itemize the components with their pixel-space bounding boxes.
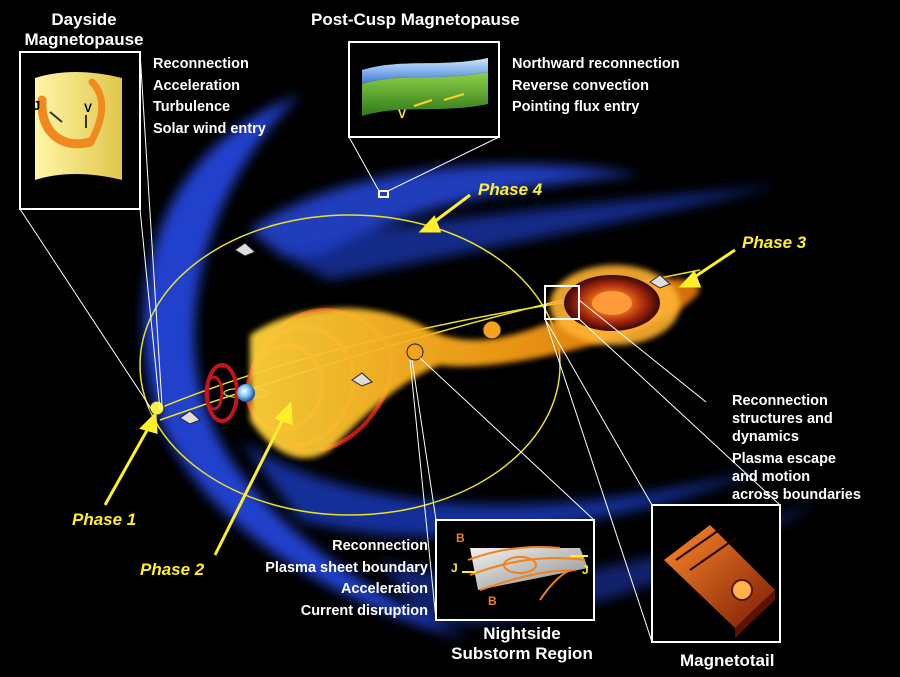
dayside-item: Reconnection <box>153 56 249 72</box>
magnetotail-title: Magnetotail <box>680 651 775 670</box>
postcusp-description: Northward reconnection Reverse convectio… <box>512 54 680 119</box>
phase-arrows <box>103 193 736 556</box>
magnetotail-description: Reconnection structures and dynamics Pla… <box>732 392 861 504</box>
magnetotail-item: across boundaries <box>732 487 861 503</box>
nightside-b-top-label: B <box>456 531 465 545</box>
nightside-b-bottom-label: B <box>488 594 497 608</box>
nightside-item: Acceleration <box>340 581 428 597</box>
postcusp-inset-art: V <box>362 58 488 121</box>
magnetotail-item: structures and <box>732 411 833 427</box>
nightside-item: Reconnection <box>332 538 428 554</box>
phase-4-label: Phase 4 <box>478 180 543 199</box>
postcusp-item: Pointing flux entry <box>512 99 640 115</box>
postcusp-title: Post-Cusp Magnetopause <box>311 10 520 29</box>
postcusp-item: Reverse convection <box>512 77 650 94</box>
postcusp-item: Northward reconnection <box>512 56 680 72</box>
nightside-item: Current disruption <box>300 602 428 619</box>
nightside-item: Plasma sheet boundary <box>265 559 428 576</box>
magnetotail-item: and motion <box>732 469 811 485</box>
dayside-j-label: J <box>33 98 40 113</box>
dayside-item: Turbulence <box>153 99 231 115</box>
dayside-v-label: V <box>84 101 92 115</box>
nightside-j-left-label: J <box>451 561 458 575</box>
nightside-inset-art: B B J J <box>451 531 589 608</box>
dayside-item: Acceleration <box>153 77 241 94</box>
dayside-title-line-1: Dayside <box>51 10 117 29</box>
leader-lines <box>19 51 781 643</box>
dayside-inset-art: J V <box>33 72 122 180</box>
dayside-title-line-2: Magnetopause <box>24 30 144 49</box>
cusp-v-label: V <box>398 107 406 121</box>
dayside-item: Solar wind entry <box>153 120 266 137</box>
plasmoid <box>550 265 680 345</box>
nightside-description: Reconnection Plasma sheet boundary Accel… <box>236 536 428 622</box>
magnetotail-inset-art <box>664 525 775 638</box>
magnetotail-item: Reconnection <box>732 393 828 409</box>
dayside-title: Dayside Magnetopause <box>14 10 154 50</box>
earth <box>237 384 255 402</box>
nightside-title-line-1: Nightside <box>483 624 561 643</box>
magnetotail-item: Plasma escape <box>732 451 836 467</box>
phase-3-label: Phase 3 <box>742 233 807 252</box>
nightside-title: Nightside Substorm Region <box>430 624 614 664</box>
tail-zoom-box <box>544 285 580 320</box>
magnetotail-item: dynamics <box>732 429 799 445</box>
nightside-j-right-label: J <box>582 563 589 577</box>
nightside-title-line-2: Substorm Region <box>451 644 593 663</box>
dayside-description: Reconnection Acceleration Turbulence Sol… <box>153 54 266 140</box>
satellites <box>149 242 671 425</box>
cusp-zoom-box <box>378 190 389 198</box>
phase-1-label: Phase 1 <box>72 510 137 529</box>
phase-2-label: Phase 2 <box>140 560 205 579</box>
